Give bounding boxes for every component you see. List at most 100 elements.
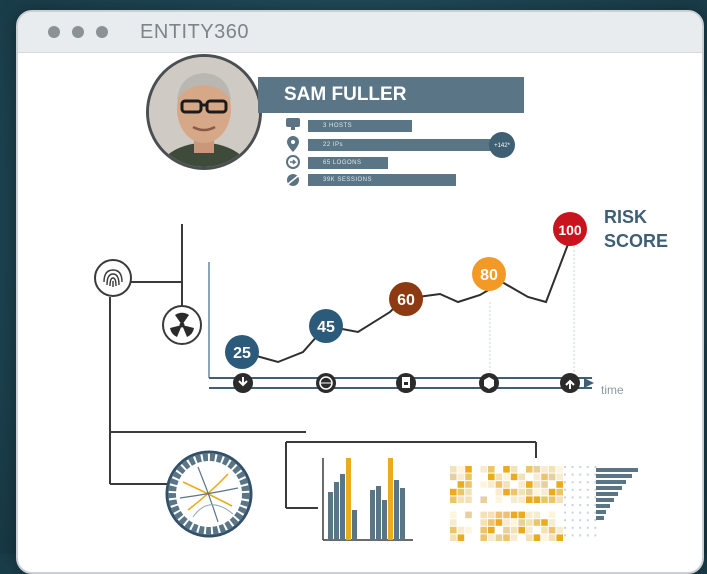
title-bar: ENTITY360 (18, 12, 702, 53)
stat-sessions-text: 39K SESSIONS (323, 177, 373, 183)
risk-score-25-text: 25 (233, 345, 251, 362)
heatmap-cell (564, 466, 566, 468)
heatmap-cell (510, 526, 518, 534)
upload-icon[interactable] (560, 373, 580, 393)
heatmap-cell (533, 504, 541, 511)
stat-bar-logons (308, 157, 388, 169)
graph-canvas: +142* 25 (94, 118, 638, 541)
heatmap-cell (488, 496, 495, 503)
heatmap-cell (526, 488, 533, 496)
heatmap-cell (450, 481, 457, 488)
window-minimize-dot[interactable] (72, 26, 84, 38)
heatmap-cell (503, 481, 510, 488)
heatmap-cell (571, 466, 574, 468)
heatmap-cell (579, 504, 582, 506)
risk-label-line1: RISK (604, 207, 648, 227)
heatmap-cell (526, 519, 533, 526)
heatmap-cell (510, 519, 518, 526)
heatmap-cell (503, 473, 510, 481)
heatmap-cell (495, 488, 503, 496)
download-icon[interactable] (233, 373, 253, 393)
heatmap-cell (472, 511, 480, 519)
bar-chart-thumbnail[interactable] (322, 458, 413, 541)
heatmap-cell (586, 504, 589, 506)
heatmap-cell (465, 488, 472, 496)
heatmap-cell (510, 481, 518, 488)
heatmap-cell (564, 504, 566, 506)
heatmap-cell (510, 496, 518, 503)
globe-icon[interactable] (316, 373, 336, 393)
radiation-icon[interactable] (162, 305, 202, 345)
package-icon[interactable] (479, 373, 499, 393)
heatmap-cell (480, 534, 487, 541)
stat-hosts-text: 3 HOSTS (323, 123, 353, 129)
heatmap-cell (450, 504, 457, 511)
heatmap-cell (541, 496, 548, 503)
host-icon (286, 118, 300, 130)
heatmap-cell (488, 481, 495, 488)
heatmap-cell (465, 466, 472, 473)
heatmap-cell (518, 511, 525, 519)
heatmap-cell (495, 473, 503, 481)
fingerprint-icon[interactable] (94, 259, 132, 297)
window-close-dot[interactable] (48, 26, 60, 38)
location-pin-icon (287, 136, 299, 152)
heatmap-cell (457, 473, 465, 481)
heatmap-cell (457, 481, 465, 488)
session-icon (287, 174, 299, 186)
heatmap-cell (465, 534, 472, 541)
risk-node-60[interactable]: 60 (389, 282, 423, 316)
heatmap-cell (541, 519, 548, 526)
heatmap-cell (548, 504, 556, 511)
heatmap-side-bar (596, 492, 618, 496)
risk-node-45[interactable]: 45 (309, 309, 343, 343)
heatmap-cell (503, 496, 510, 503)
heatmap-cell (564, 488, 566, 491)
heatmap-cell (548, 526, 556, 534)
heatmap-cell (564, 496, 566, 499)
heatmap-side-bar (596, 510, 606, 514)
heatmap-cell (450, 534, 457, 541)
ip-count-badge: +142* (489, 132, 515, 158)
heatmap-cell (533, 488, 541, 496)
heatmap-cell (503, 466, 510, 473)
heatmap-cell (510, 511, 518, 519)
risk-score-100-text: 100 (558, 222, 582, 238)
heatmap-cell (594, 511, 597, 514)
heatmap-cell (518, 504, 525, 511)
heatmap-cell (556, 534, 563, 541)
heatmap-cell (488, 519, 495, 526)
heatmap-cell (564, 526, 566, 529)
heatmap-cell (495, 534, 503, 541)
heatmap-cell (533, 473, 541, 481)
heatmap-thumbnail[interactable] (450, 466, 638, 541)
heatmap-cell (533, 511, 541, 519)
heatmap-cell (594, 504, 597, 506)
heatmap-cell (548, 488, 556, 496)
file-icon[interactable] (396, 373, 416, 393)
risk-node-25[interactable]: 25 (225, 335, 259, 369)
heatmap-cell (533, 481, 541, 488)
risk-score-80-text: 80 (480, 267, 498, 284)
stat-bar-hosts (308, 120, 412, 132)
heatmap-cell (556, 481, 563, 488)
heatmap-cell (594, 481, 597, 484)
risk-score-label: RISK SCORE (604, 205, 668, 253)
heatmap-cell (450, 511, 457, 519)
heatmap-cell (579, 488, 582, 491)
heatmap-cell (503, 519, 510, 526)
heatmap-cell (488, 473, 495, 481)
risk-node-80[interactable]: 80 (472, 257, 506, 291)
heatmap-cell (548, 481, 556, 488)
heatmap-cell (465, 526, 472, 534)
heatmap-cell (556, 526, 563, 534)
heatmap-cell (450, 473, 457, 481)
risk-node-100[interactable]: 100 (553, 212, 587, 246)
stat-bar-sessions (308, 174, 456, 186)
heatmap-cell (457, 504, 465, 511)
heatmap-cell (564, 534, 566, 537)
heatmap-cell (556, 466, 563, 473)
window-maximize-dot[interactable] (96, 26, 108, 38)
heatmap-cell (510, 504, 518, 511)
network-chord-chart[interactable] (165, 450, 253, 538)
